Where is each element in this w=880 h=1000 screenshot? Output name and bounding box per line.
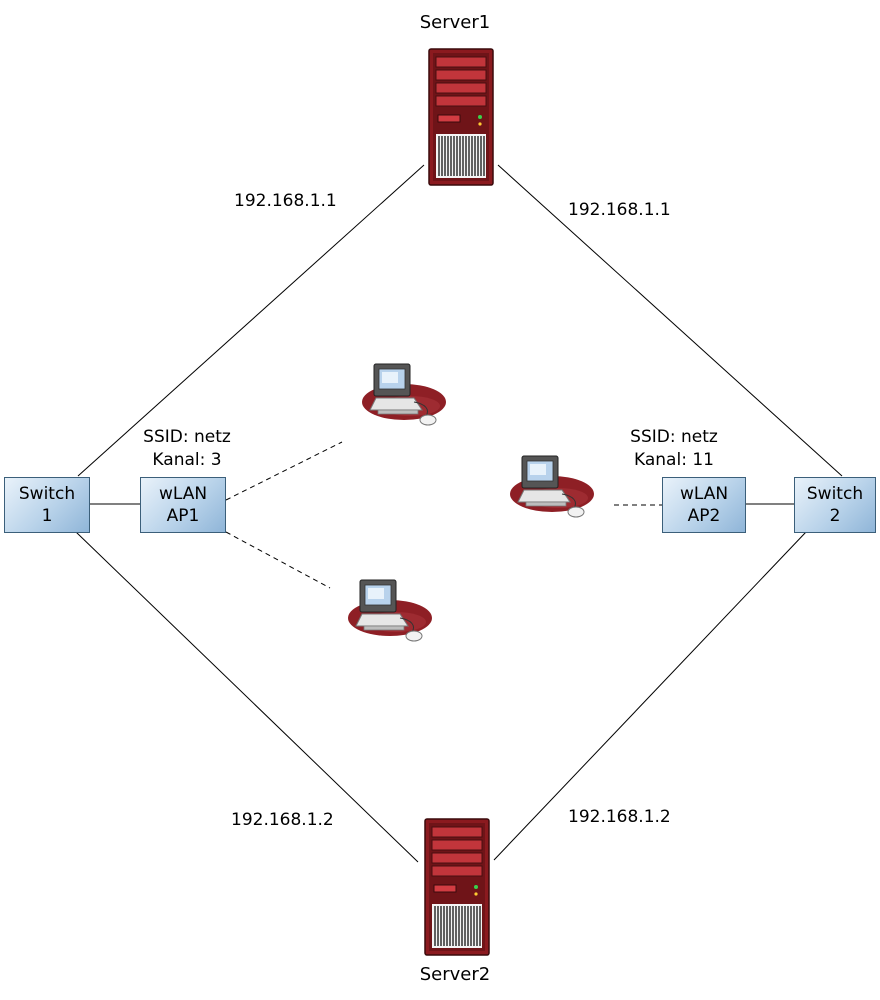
ap2-channel: Kanal: 11	[634, 450, 714, 470]
switch-1-label-line1: Switch	[18, 484, 76, 504]
server-tower-icon	[428, 48, 494, 186]
server2-label: Server2	[419, 964, 491, 985]
ap1-label-line2: AP1	[166, 506, 200, 526]
wlan-ap1[interactable]: wLAN AP1	[140, 477, 226, 533]
link-server2-switch2	[493, 531, 807, 861]
workstation-icon	[510, 455, 594, 518]
ap2-label-line2: AP2	[687, 506, 721, 526]
switch-2-label-line2: 2	[829, 506, 841, 526]
server1-label: Server1	[419, 12, 491, 33]
wlan-ap2[interactable]: wLAN AP2	[662, 477, 746, 533]
ip-label-server1-left: 192.168.1.1	[234, 191, 337, 211]
ap1-ssid: SSID: netz	[143, 427, 231, 447]
workstation-icon	[348, 579, 432, 642]
wireless-link-ap1-client1	[225, 441, 343, 501]
switch-1[interactable]: Switch 1	[4, 477, 90, 533]
wireless-link-ap1-client3	[225, 531, 331, 589]
switch-1-label-line2: 1	[41, 506, 53, 526]
server-tower-icon	[424, 818, 490, 956]
ip-label-server1-right: 192.168.1.1	[568, 200, 671, 220]
ap1-label-line1: wLAN	[158, 484, 208, 504]
switch-2-label-line1: Switch	[806, 484, 864, 504]
workstation-icon	[362, 363, 446, 426]
link-server2-switch1	[75, 531, 419, 863]
ip-label-server2-right: 192.168.1.2	[568, 807, 671, 827]
link-server1-switch1	[77, 164, 425, 477]
link-server1-switch2	[497, 164, 843, 477]
ap2-label-line1: wLAN	[679, 484, 729, 504]
ap2-ssid: SSID: netz	[630, 427, 718, 447]
ap1-channel: Kanal: 3	[152, 450, 222, 470]
switch-2[interactable]: Switch 2	[794, 477, 876, 533]
ip-label-server2-left: 192.168.1.2	[231, 810, 334, 830]
